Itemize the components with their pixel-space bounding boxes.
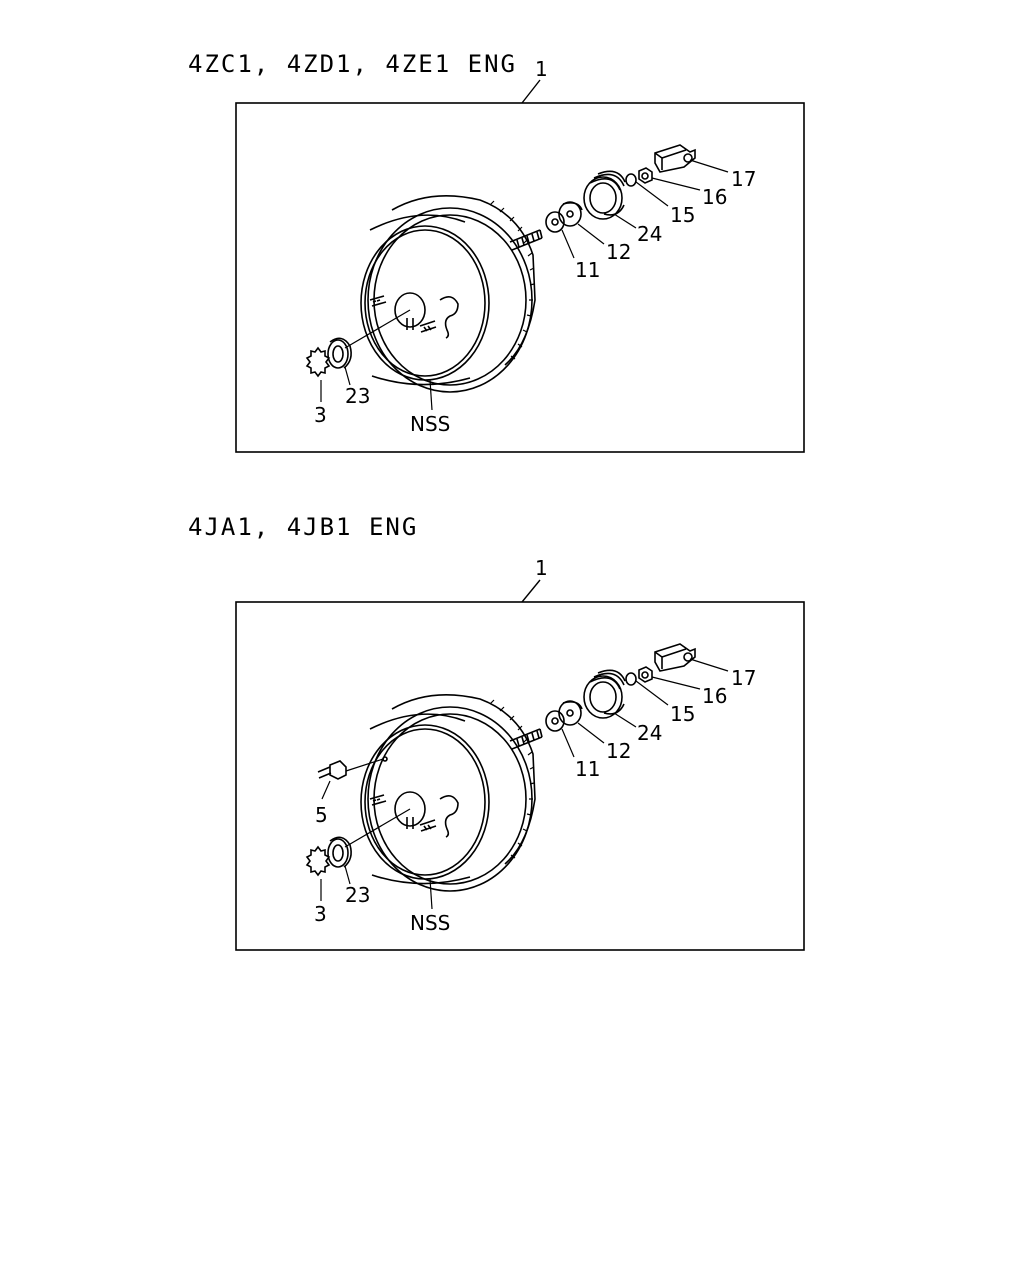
callout-11: 11: [575, 258, 600, 282]
diagram-frame-upper: [235, 102, 805, 453]
callout-15: 15: [670, 203, 695, 227]
diagram-frame-lower: [235, 601, 805, 951]
callout-nss: NSS: [410, 911, 450, 935]
callout-23: 23: [345, 883, 370, 907]
callout-24: 24: [637, 721, 662, 745]
callout-11: 11: [575, 757, 600, 781]
callout-17: 17: [731, 167, 756, 191]
callout-5: 5: [315, 803, 328, 827]
diagram-heading-upper: 4ZC1, 4ZD1, 4ZE1 ENG: [188, 50, 517, 78]
callout-assembly-1: 1: [535, 57, 548, 81]
brake-booster-assembly-upper: [306, 144, 729, 411]
callout-23: 23: [345, 384, 370, 408]
diagram-heading-lower: 4JA1, 4JB1 ENG: [188, 513, 419, 541]
callout-assembly-1: 1: [535, 556, 548, 580]
callout-12: 12: [606, 240, 631, 264]
callout-16: 16: [702, 684, 727, 708]
brake-booster-assembly-lower: [306, 643, 729, 910]
callout-17: 17: [731, 666, 756, 690]
callout-24: 24: [637, 222, 662, 246]
callout-3: 3: [314, 403, 327, 427]
callout-12: 12: [606, 739, 631, 763]
callout-nss: NSS: [410, 412, 450, 436]
callout-15: 15: [670, 702, 695, 726]
callout-3: 3: [314, 902, 327, 926]
callout-16: 16: [702, 185, 727, 209]
